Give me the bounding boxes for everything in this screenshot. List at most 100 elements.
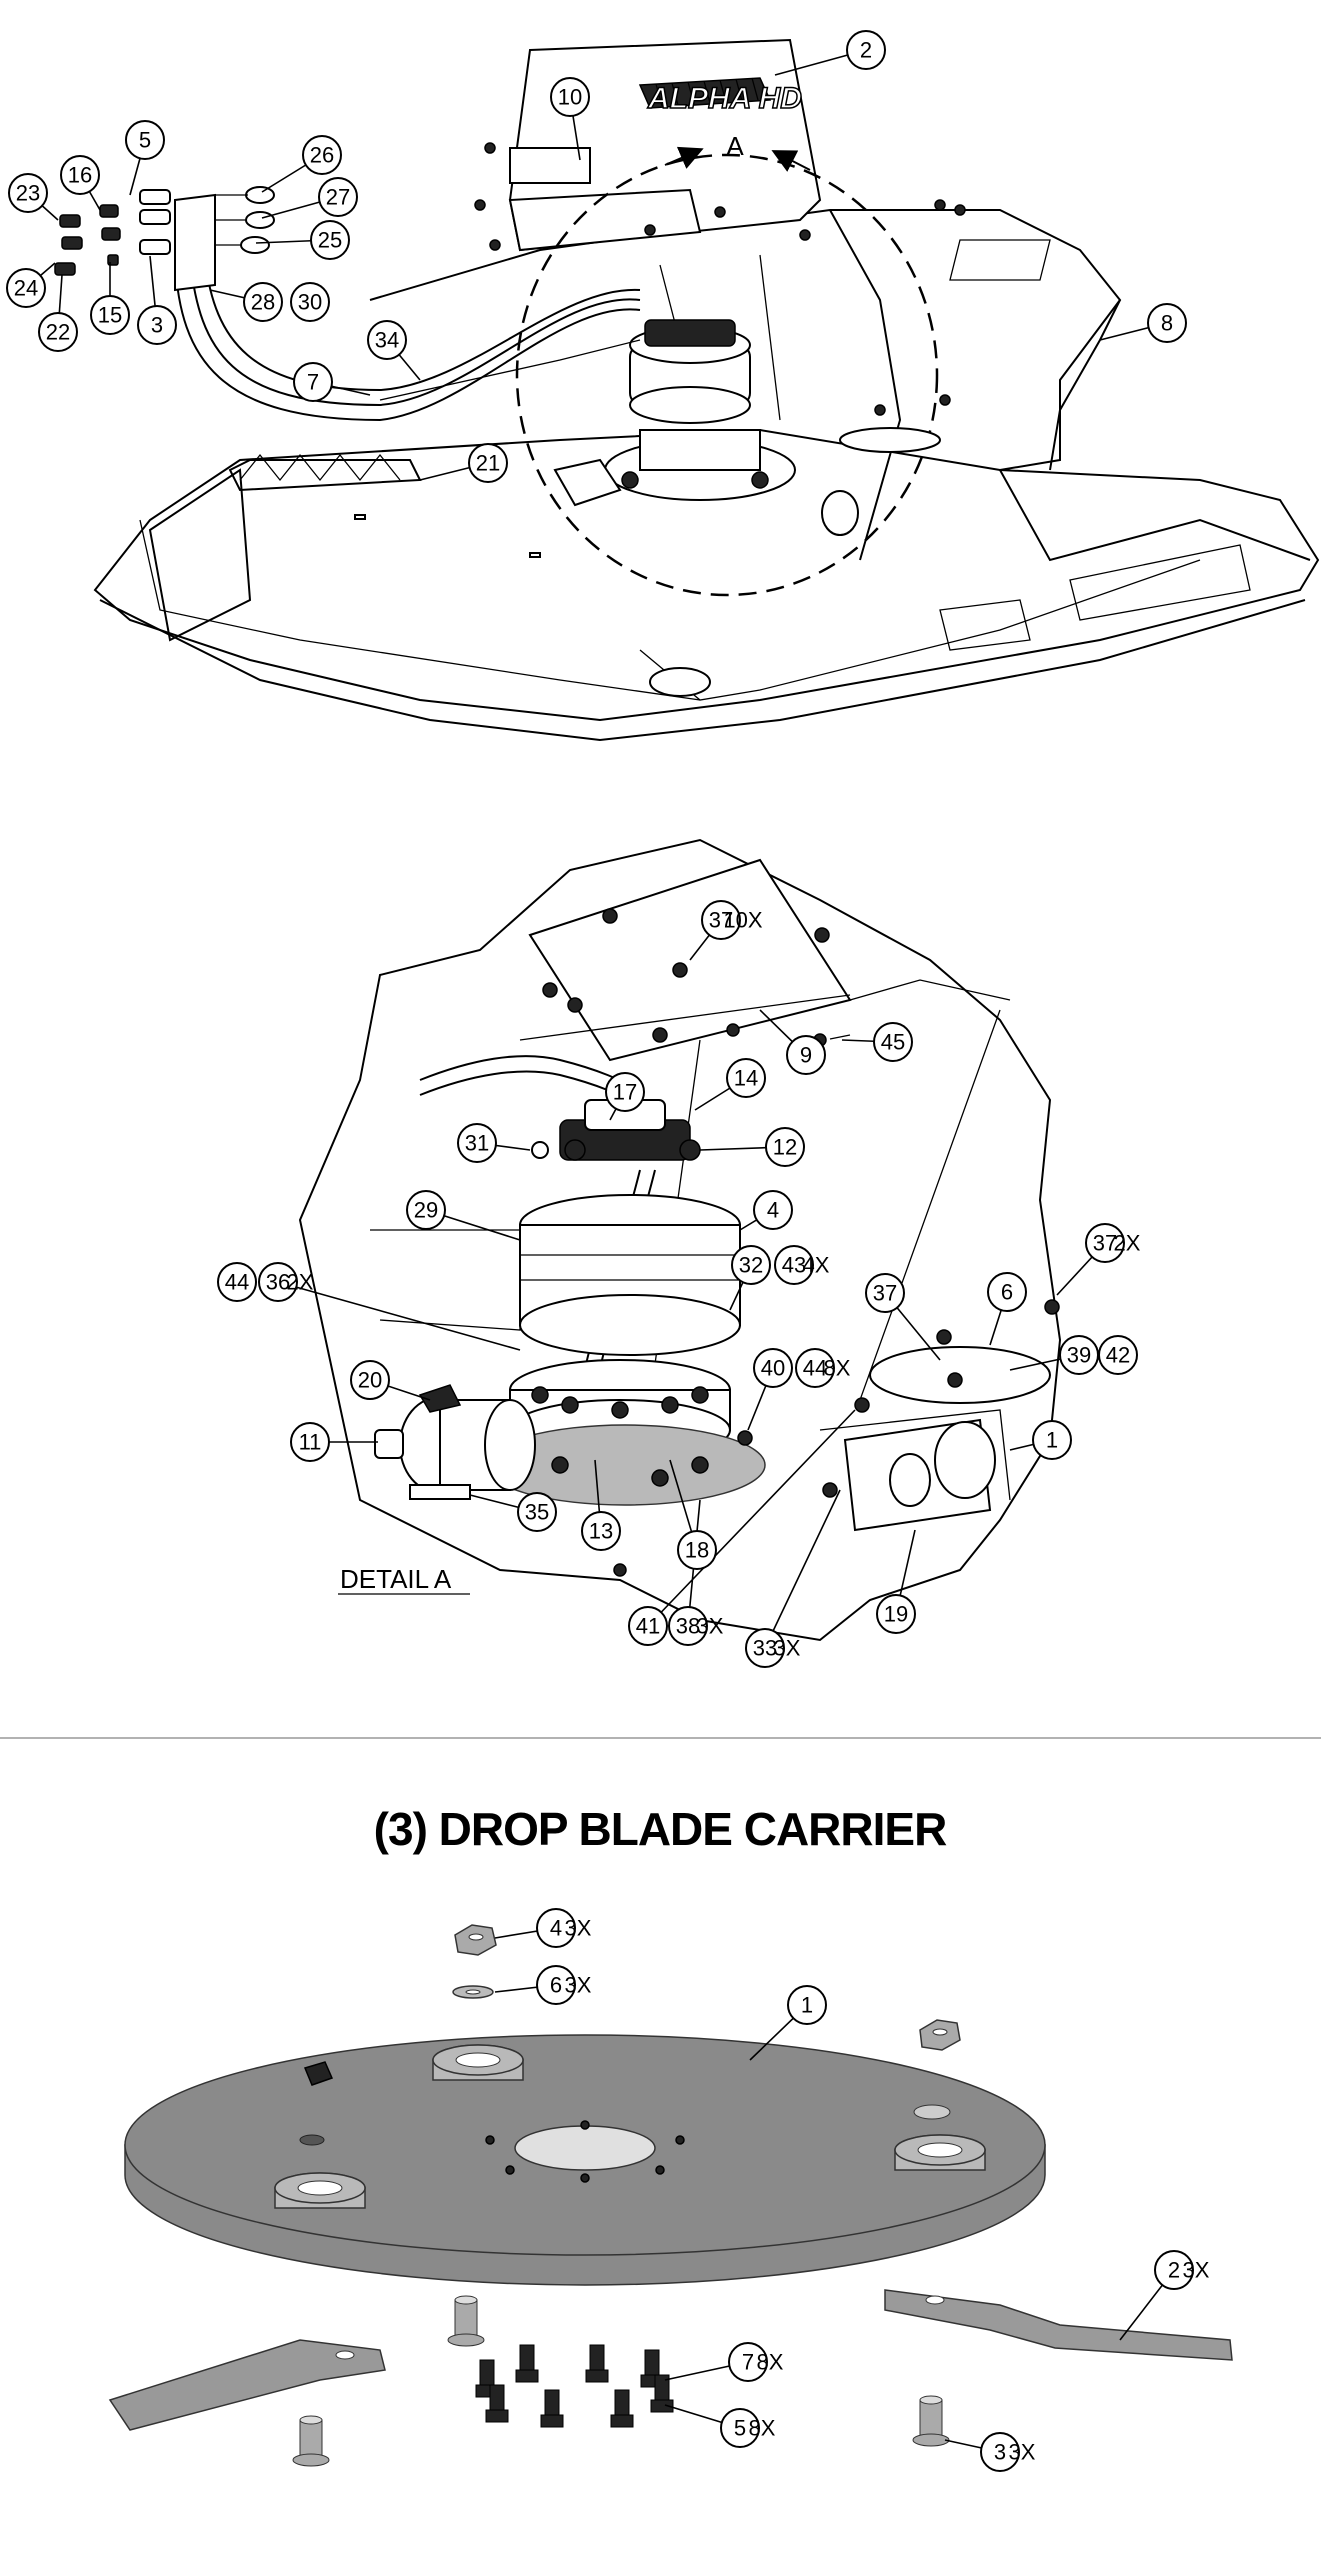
callout-label: 23 xyxy=(16,181,40,206)
callout-balloon-20: 20 xyxy=(350,1360,390,1400)
callout-balloon-19: 19 xyxy=(876,1594,916,1634)
view-letter-a: A xyxy=(726,131,744,161)
callout-label: 10 xyxy=(558,85,582,110)
callout-label: 19 xyxy=(884,1602,908,1627)
callout-balloon-4: 4 xyxy=(753,1190,793,1230)
callout-balloon-18: 18 xyxy=(677,1530,717,1570)
callout-label: 36 xyxy=(266,1270,290,1295)
callout-label: 38 xyxy=(676,1614,700,1639)
callout-label: 42 xyxy=(1106,1343,1130,1368)
callout-balloon-25: 25 xyxy=(310,220,350,260)
callout-label: 6 xyxy=(550,1973,562,1998)
callout-balloon-8: 8 xyxy=(1147,303,1187,343)
callout-quantity: 3X xyxy=(1009,2440,1036,2465)
callout-label: 1 xyxy=(1046,1428,1058,1453)
callout-label: 4 xyxy=(550,1916,562,1941)
callout-quantity: 3X xyxy=(774,1636,801,1661)
callout-label: 41 xyxy=(636,1614,660,1639)
callout-balloon-22: 22 xyxy=(38,312,78,352)
callout-label: 15 xyxy=(98,303,122,328)
callout-balloon-14: 14 xyxy=(726,1058,766,1098)
leader-line xyxy=(647,1409,856,1627)
callout-label: 32 xyxy=(739,1253,763,1278)
callout-label: 27 xyxy=(326,185,350,210)
callout-label: 5 xyxy=(734,2416,746,2441)
callout-label: 45 xyxy=(881,1030,905,1055)
callout-label: 21 xyxy=(476,451,500,476)
callout-label: 20 xyxy=(358,1368,382,1393)
callout-label: 37 xyxy=(1093,1231,1117,1256)
callout-label: 25 xyxy=(318,228,342,253)
callout-label: 13 xyxy=(589,1519,613,1544)
callout-balloon-44: 44 xyxy=(217,1262,257,1302)
callout-label: 44 xyxy=(225,1270,249,1295)
callout-label: 9 xyxy=(800,1043,812,1068)
blade-right xyxy=(884,2289,1233,2361)
callout-quantity: 3X xyxy=(697,1614,724,1639)
callout-balloon-34: 34 xyxy=(367,320,407,360)
detail-a-view: DETAIL A xyxy=(298,838,1062,1642)
callout-label: 35 xyxy=(525,1500,549,1525)
callout-balloon-7: 7 xyxy=(293,362,333,402)
callout-quantity: 8X xyxy=(749,2416,776,2441)
callout-balloon-37: 37 xyxy=(865,1273,905,1313)
callout-label: 1 xyxy=(801,1993,813,2018)
callout-balloon-21: 21 xyxy=(468,443,508,483)
callout-label: 31 xyxy=(465,1131,489,1156)
callout-balloon-24: 24 xyxy=(6,268,46,308)
callout-balloon-9: 9 xyxy=(786,1035,826,1075)
callout-balloon-41: 41 xyxy=(628,1606,668,1646)
callout-label: 2 xyxy=(860,38,872,63)
callout-label: 44 xyxy=(803,1356,827,1381)
callout-label: 24 xyxy=(14,276,38,301)
callout-balloon-28: 28 xyxy=(243,282,283,322)
callout-label: 30 xyxy=(298,290,322,315)
callout-label: 8 xyxy=(1161,311,1173,336)
fittings-cluster xyxy=(54,186,275,292)
callout-label: 28 xyxy=(251,290,275,315)
callout-balloon-35: 35 xyxy=(517,1492,557,1532)
lock-nut-and-washer xyxy=(452,1924,961,2051)
blade-bolt-left xyxy=(292,2415,330,2467)
callout-quantity: 2X xyxy=(1114,1231,1141,1256)
callout-balloon-12: 12 xyxy=(765,1127,805,1167)
callout-label: 5 xyxy=(139,128,151,153)
blade-carrier-disc xyxy=(124,2034,1046,2286)
leader-line xyxy=(764,1489,841,1649)
callout-label: 34 xyxy=(375,328,399,353)
callout-balloon-32: 32 xyxy=(731,1245,771,1285)
callout-label: 17 xyxy=(613,1080,637,1105)
callout-label: 37 xyxy=(873,1281,897,1306)
blade-left xyxy=(108,2339,386,2431)
callout-quantity: 3X xyxy=(565,1916,592,1941)
callout-quantity: 8X xyxy=(757,2350,784,2375)
callout-label: 12 xyxy=(773,1135,797,1160)
callout-balloon-1: 1 xyxy=(1032,1420,1072,1460)
callout-label: 33 xyxy=(753,1636,777,1661)
callout-balloon-3: 3 xyxy=(137,305,177,345)
callout-label: 14 xyxy=(734,1066,758,1091)
callout-quantity: 10X xyxy=(723,908,762,933)
gearbox-left xyxy=(374,1384,536,1500)
blade-bolt-right xyxy=(912,2395,950,2447)
callout-balloon-2: 2 xyxy=(846,30,886,70)
callout-label: 40 xyxy=(761,1356,785,1381)
callout-label: 11 xyxy=(299,1430,322,1455)
callout-balloon-30: 30 xyxy=(290,282,330,322)
callout-label: 39 xyxy=(1067,1343,1091,1368)
callout-label: 4 xyxy=(767,1198,779,1223)
blade-bolt-center xyxy=(447,2295,485,2347)
callout-label: 22 xyxy=(46,320,70,345)
callout-quantity: 8X xyxy=(824,1356,851,1381)
callout-balloon-13: 13 xyxy=(581,1511,621,1551)
